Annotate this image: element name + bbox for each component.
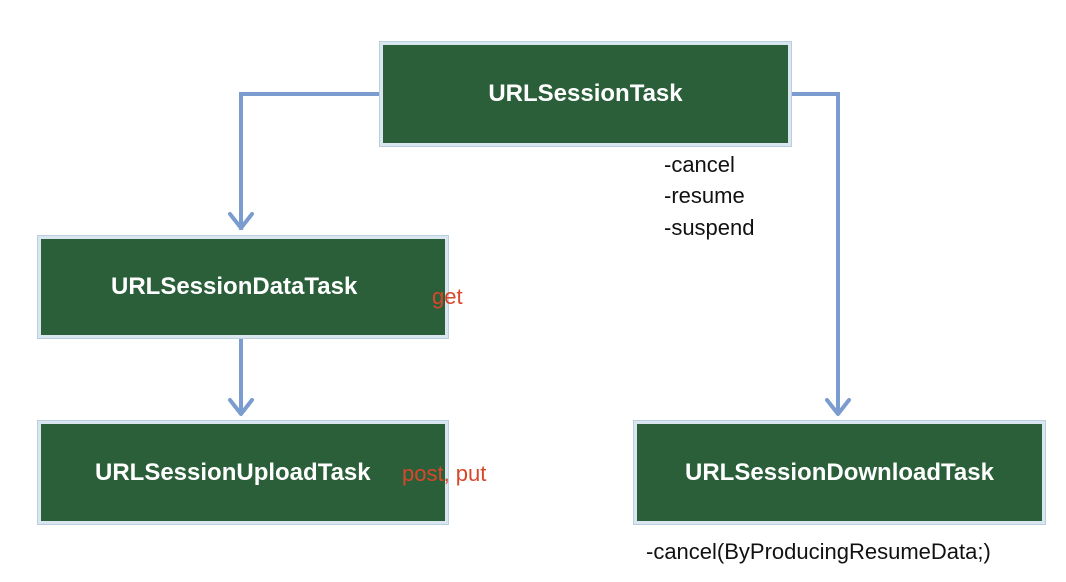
connector-root-to-data-task [239,92,380,230]
node-urlsessiondatatask: URLSessionDataTask [37,235,449,339]
node-label: URLSessionDownloadTask [685,458,994,486]
root-method-resume: -resume [664,183,745,208]
node-label: URLSessionDataTask [111,273,358,300]
upload-task-note: post, put [402,461,487,486]
node-label: URLSessionUploadTask [95,458,371,486]
node-label: URLSessionTask [488,80,683,107]
data-task-note: get [432,284,463,309]
root-method-cancel: -cancel [664,152,735,177]
download-task-note: -cancel(ByProducingResumeData;) [646,539,991,564]
node-urlsessiontask: URLSessionTask [379,41,792,147]
arrowhead-data-task [228,212,254,230]
node-urlsessiondownloadtask: URLSessionDownloadTask [633,420,1046,525]
node-urlsessionuploadtask: URLSessionUploadTask [37,420,449,525]
arrowhead-download-task [825,398,851,416]
root-method-suspend: -suspend [664,215,755,240]
connector-root-to-download-task [791,92,840,414]
arrowhead-upload-task [228,398,254,416]
